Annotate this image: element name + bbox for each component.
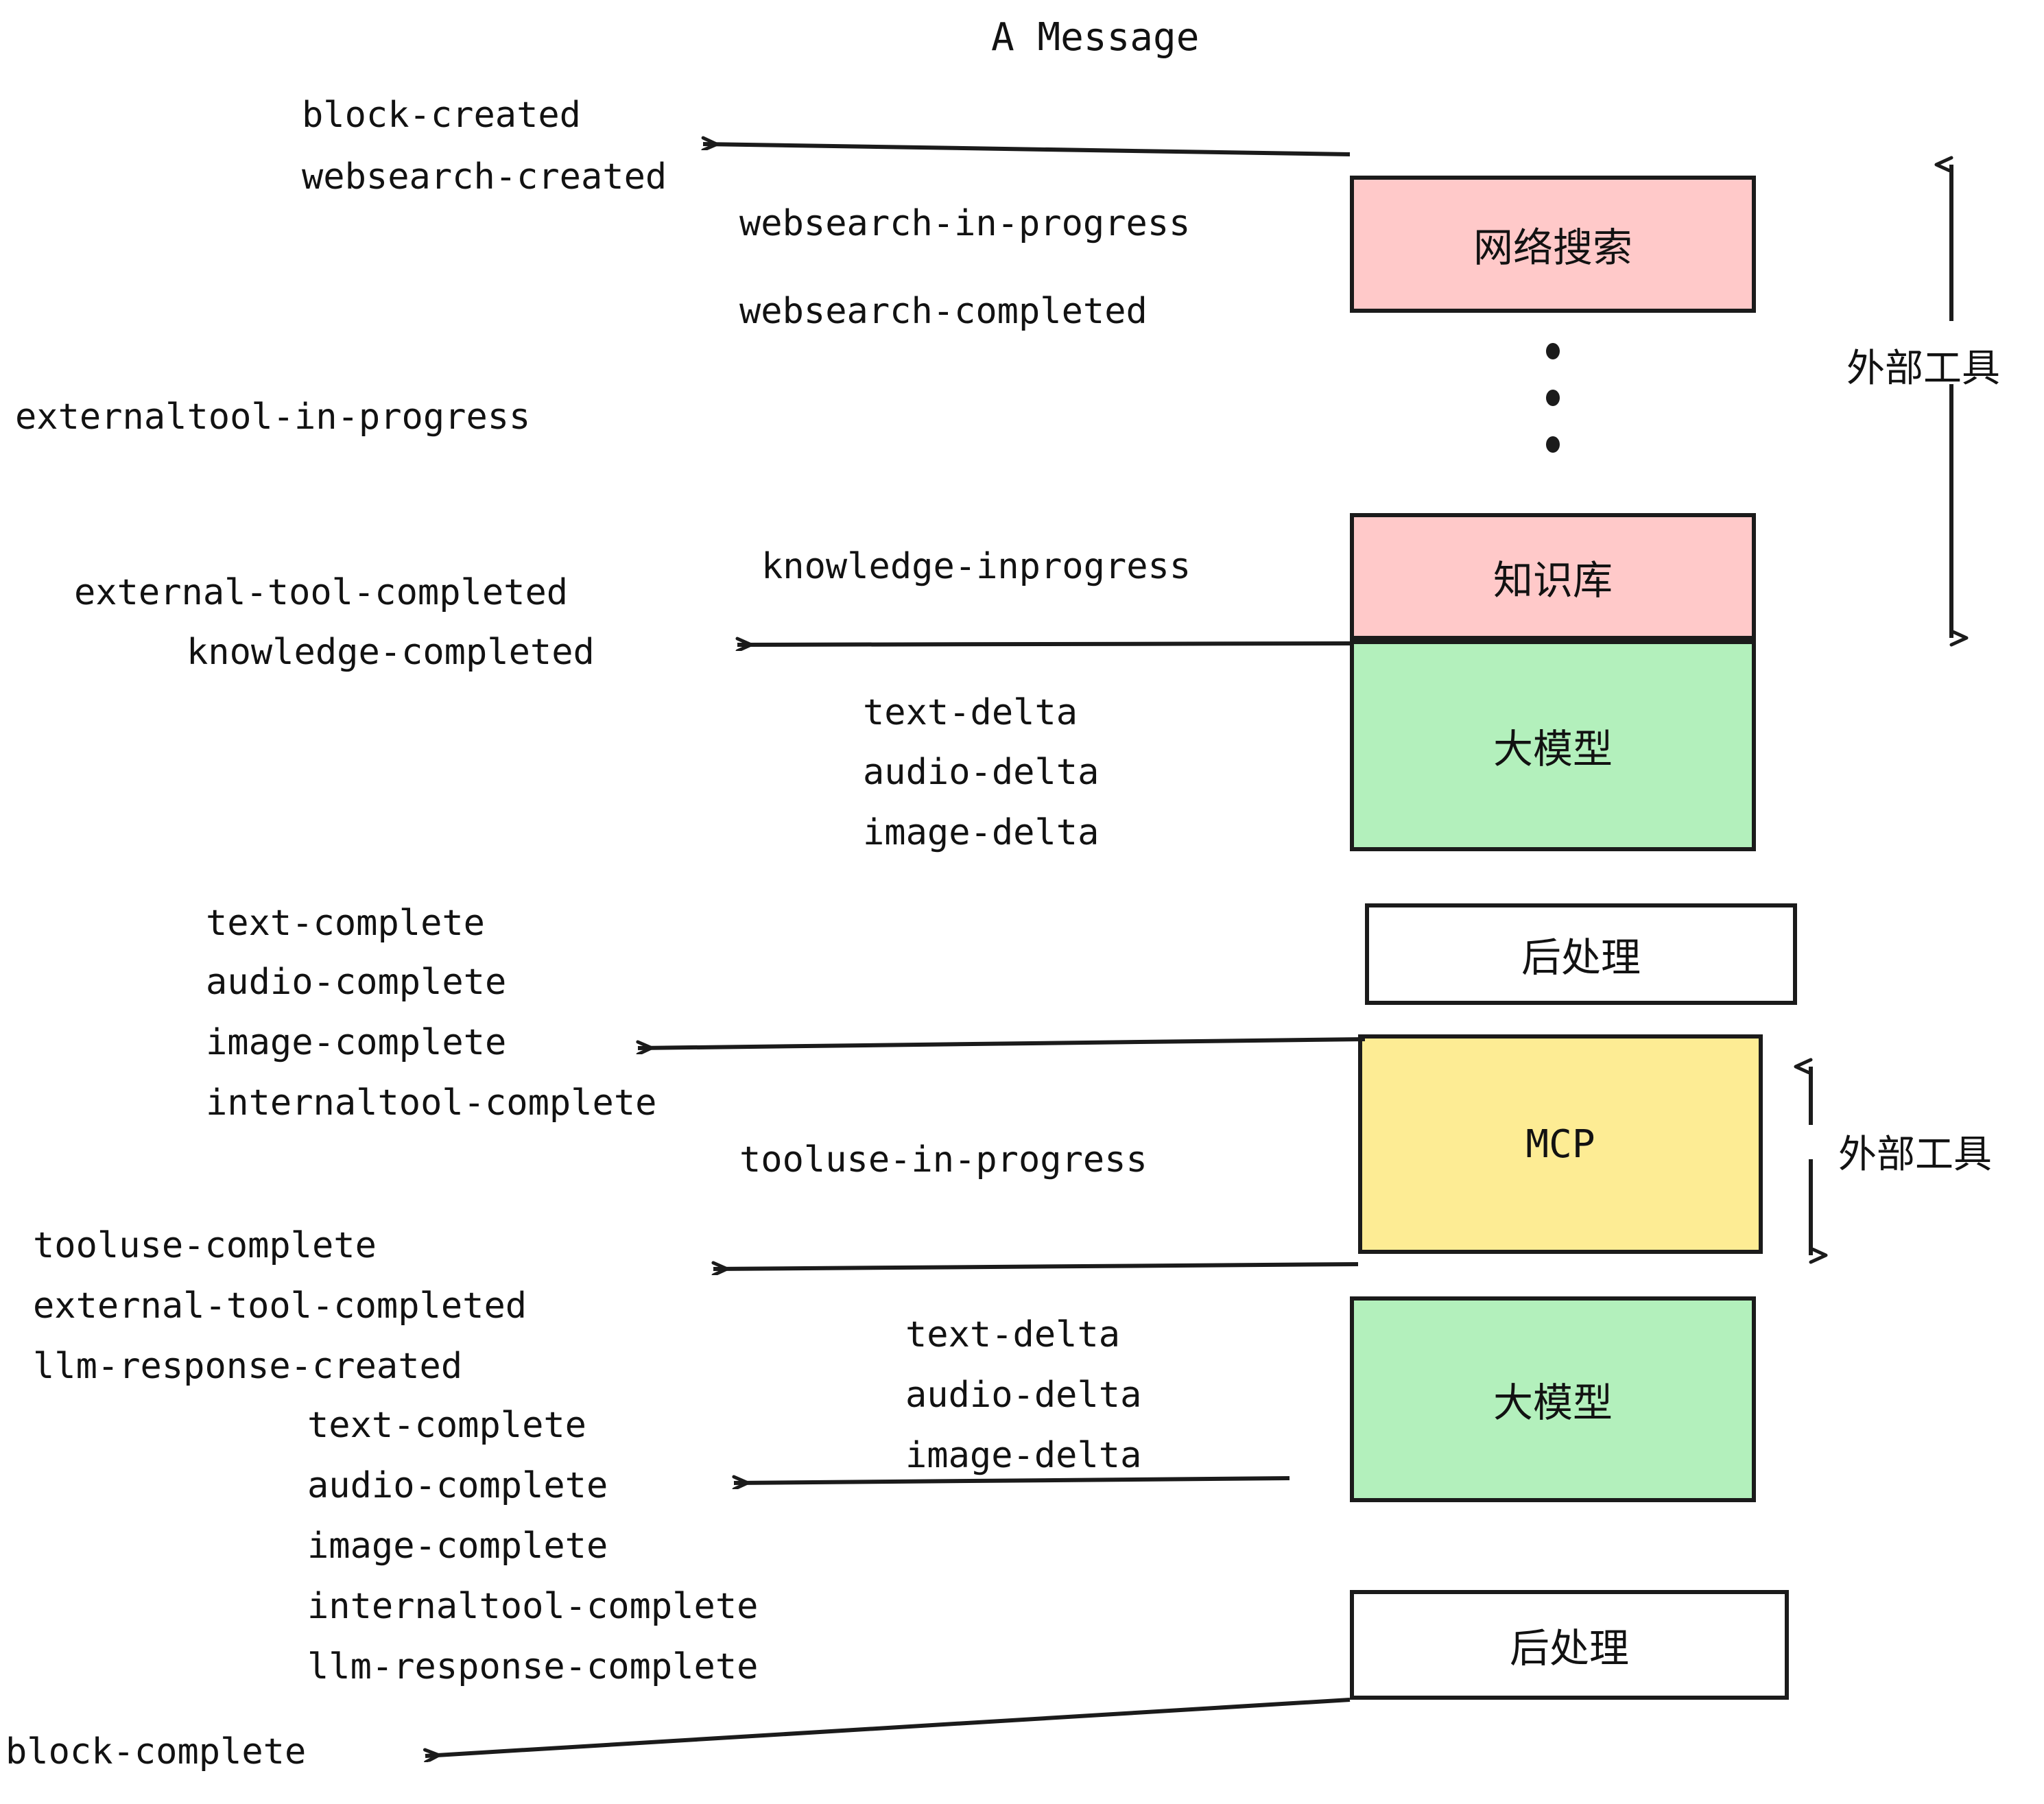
event-audio-complete-1: audio-complete [206,962,507,1003]
event-audio-delta-2: audio-delta [905,1375,1142,1416]
ellipsis-dot [1546,343,1560,359]
node-llm-1-label: 大模型 [1493,726,1613,772]
event-websearch-in-progress: websearch-in-progress [739,203,1191,244]
event-block-complete: block-complete [5,1731,307,1772]
event-internaltool-complete-2: internaltool-complete [307,1586,759,1627]
node-mcp[interactable]: MCP [1358,1034,1763,1254]
ellipsis-dot [1546,436,1560,453]
event-internaltool-complete-1: internaltool-complete [206,1082,657,1124]
event-image-complete-2: image-complete [307,1526,608,1567]
event-knowledge-inprogress: knowledge-inprogress [761,546,1191,587]
node-mcp-label: MCP [1525,1121,1595,1167]
node-postprocess-1[interactable]: 后处理 [1365,903,1797,1005]
diagram-title: A Message [991,15,1200,60]
node-postprocess-1-label: 后处理 [1521,934,1641,981]
node-llm-2[interactable]: 大模型 [1350,1296,1756,1502]
annotation-external-tools-bottom: 外部工具 [1838,1132,1992,1177]
arrow-mcp-to-tooluse-complete [713,1264,1359,1269]
node-postprocess-2-label: 后处理 [1509,1625,1629,1672]
event-tooluse-in-progress: tooluse-in-progress [739,1139,1148,1180]
event-text-delta-1: text-delta [863,692,1078,733]
event-websearch-created: websearch-created [302,156,667,198]
event-llm-response-created: llm-response-created [33,1346,463,1387]
node-llm-1[interactable]: 大模型 [1350,640,1756,851]
event-image-delta-2: image-delta [905,1435,1142,1476]
event-external-tool-completed-1: external-tool-completed [74,572,569,613]
annotation-external-tools-top: 外部工具 [1846,346,2000,391]
vertical-ellipsis-icon [1545,343,1561,453]
event-text-delta-2: text-delta [905,1314,1121,1355]
node-knowledge-base[interactable]: 知识库 [1350,513,1756,640]
event-audio-delta-1: audio-delta [863,752,1100,793]
node-llm-2-label: 大模型 [1493,1379,1613,1426]
event-image-complete-1: image-complete [206,1022,507,1063]
event-audio-complete-2: audio-complete [307,1465,608,1506]
ellipsis-dot [1546,390,1560,406]
event-text-complete-1: text-complete [206,903,485,944]
event-tooluse-complete: tooluse-complete [33,1225,377,1266]
event-text-complete-2: text-complete [307,1405,586,1446]
node-postprocess-2[interactable]: 后处理 [1350,1590,1789,1700]
event-externaltool-in-progress: externaltool-in-progress [15,396,531,438]
node-websearch-label: 网络搜索 [1473,224,1632,271]
event-llm-response-complete: llm-response-complete [307,1646,759,1687]
event-image-delta-1: image-delta [863,812,1100,853]
node-knowledge-base-label: 知识库 [1493,556,1613,604]
event-external-tool-completed-2: external-tool-completed [33,1285,527,1327]
node-websearch[interactable]: 网络搜索 [1350,176,1756,313]
event-block-created: block-created [302,95,581,136]
arrow-postprocess2-to-block-complete [425,1698,1351,1756]
arrow-postprocess1-to-image-complete [638,1037,1366,1048]
arrow-knowledge-to-completed [737,643,1351,645]
event-websearch-completed: websearch-completed [739,291,1148,332]
arrow-websearch-to-created [703,144,1351,156]
arrow-llm2-to-audio-complete [734,1478,1290,1483]
event-knowledge-completed: knowledge-completed [187,632,595,673]
